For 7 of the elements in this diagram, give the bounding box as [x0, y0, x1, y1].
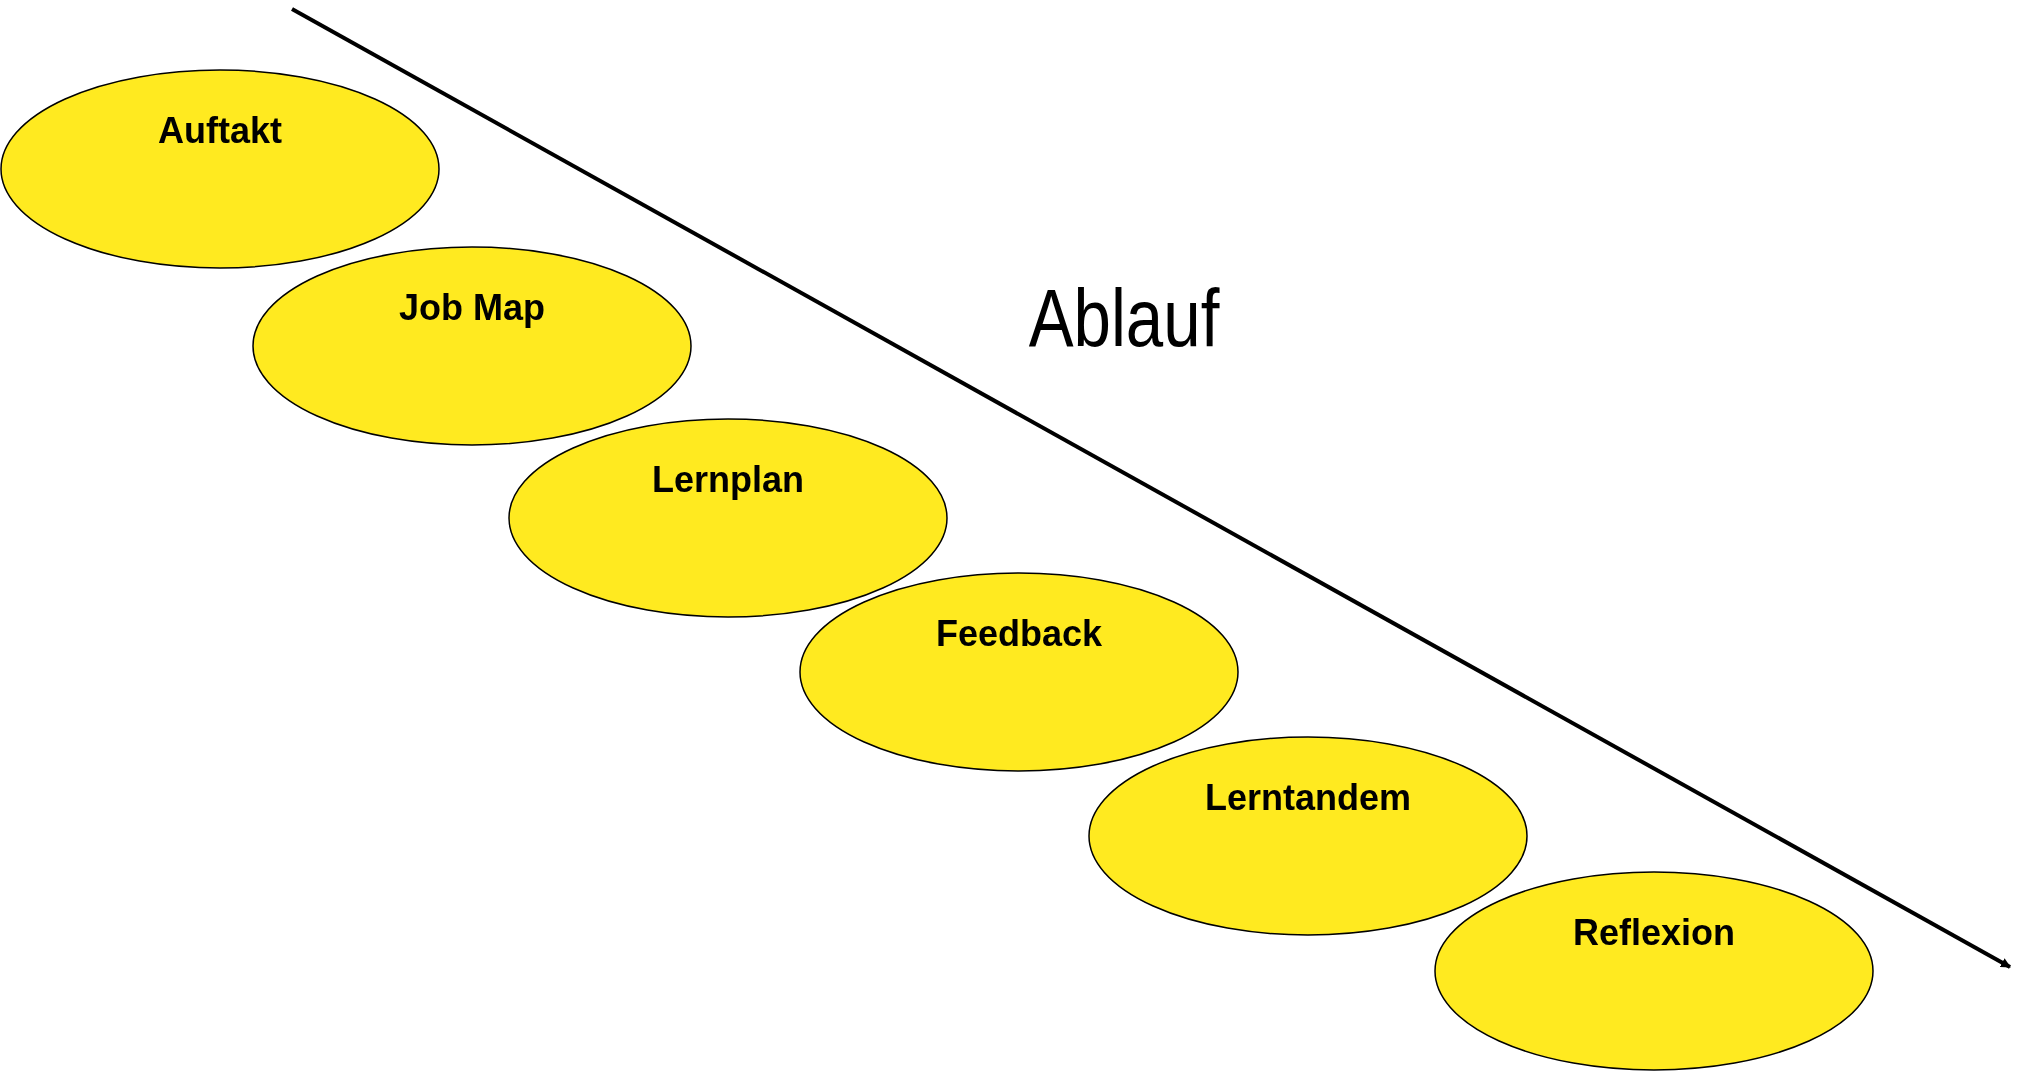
process-title: Ablauf: [1028, 277, 1220, 359]
step-label: Feedback: [935, 616, 1103, 652]
step-label: Reflexion: [1573, 915, 1735, 951]
step-label: Lernplan: [652, 462, 804, 498]
step-label: Lerntandem: [1205, 780, 1411, 816]
step-label: Job Map: [399, 290, 545, 326]
step-label: Auftakt: [158, 113, 282, 149]
